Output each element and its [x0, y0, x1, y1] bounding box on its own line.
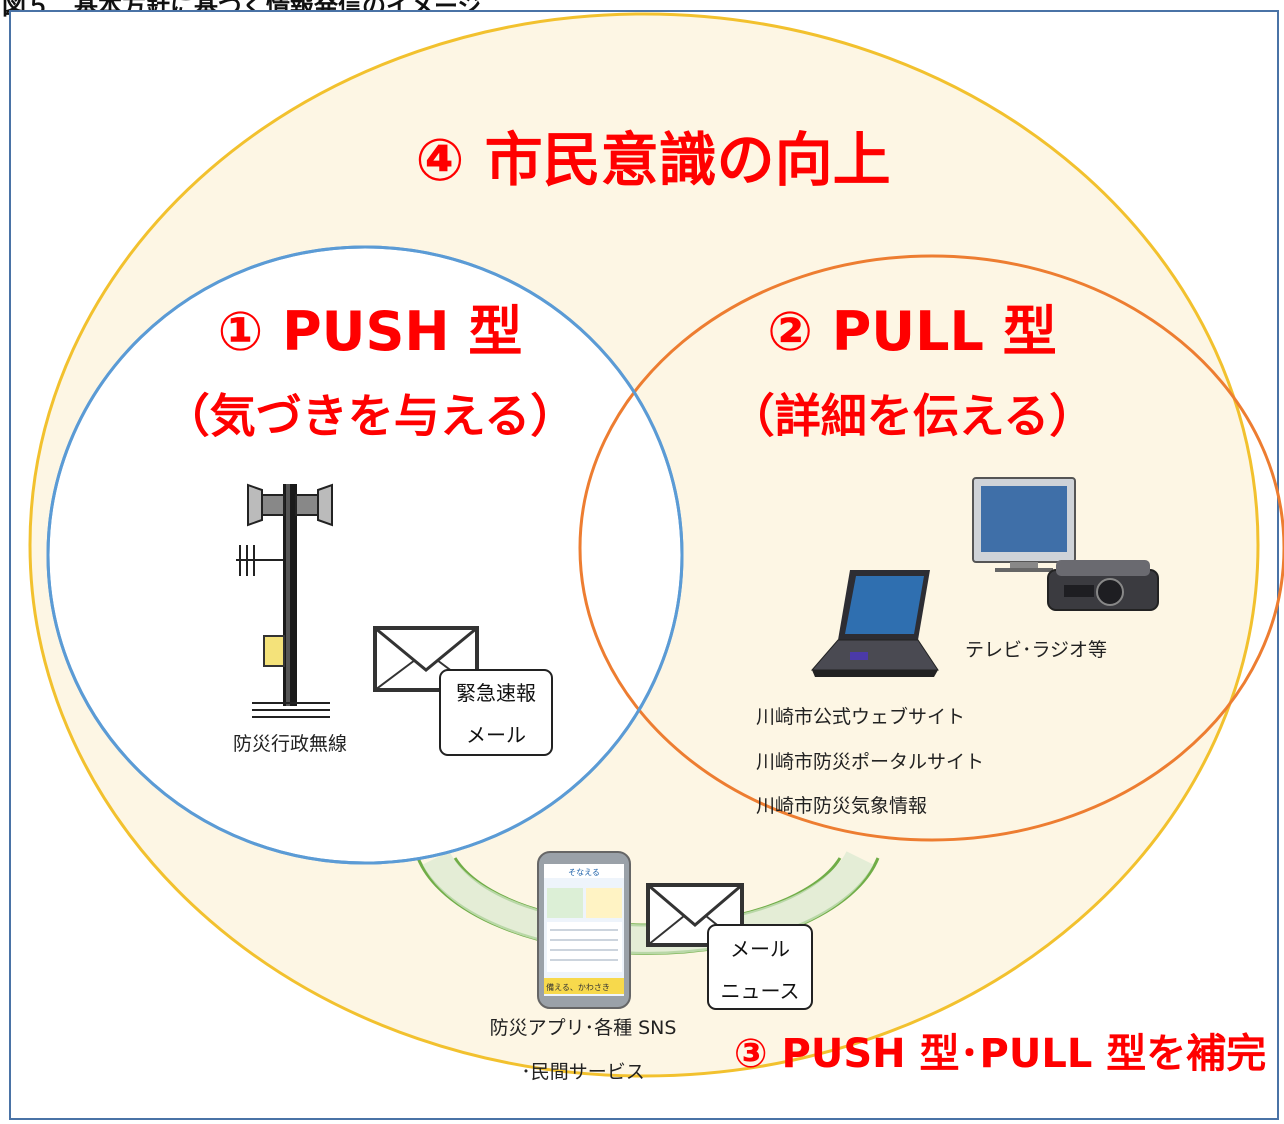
radio-caption: 防災行政無線	[233, 733, 347, 755]
tv-radio-caption: テレビ･ラジオ等	[965, 639, 1107, 661]
radio-player-icon	[1047, 560, 1159, 611]
push-subtitle: （気づきを与える）	[164, 389, 577, 443]
tv-icon	[972, 477, 1076, 572]
laptop-icon	[810, 570, 939, 677]
pull-subtitle: （詳細を伝える）	[729, 389, 1096, 443]
complement-label: ③ PUSH 型･PULL 型を補完	[734, 1031, 1267, 1077]
smartphone-app-icon: そなえる 備える、かわさき	[537, 851, 631, 1009]
app-brand: そなえる	[568, 868, 600, 877]
mail-news-line1: メール	[730, 937, 790, 961]
outer-label: ④ 市民意識の向上	[415, 126, 890, 194]
emergency-mail-line2: メール	[466, 723, 526, 747]
web2-caption: 川崎市防災ポータルサイト	[756, 751, 984, 773]
app-footer: 備える、かわさき	[546, 982, 610, 992]
pull-circle	[578, 254, 1284, 842]
web3-caption: 川崎市防災気象情報	[756, 795, 927, 817]
mail-news-line2: ニュース	[721, 979, 800, 1003]
app-caption-line1: 防災アプリ･各種 SNS	[490, 1017, 677, 1039]
emergency-mail-box: 緊急速報 メール	[439, 669, 553, 756]
loudspeaker-tower-icon	[236, 483, 333, 718]
emergency-mail-line1: 緊急速報	[456, 681, 536, 705]
app-caption-line2: ･民間サービス	[521, 1061, 645, 1083]
pull-title: ② PULL 型	[767, 300, 1057, 363]
mail-news-box: メール ニュース	[707, 924, 813, 1010]
push-title: ① PUSH 型	[218, 300, 523, 363]
web1-caption: 川崎市公式ウェブサイト	[756, 705, 965, 728]
